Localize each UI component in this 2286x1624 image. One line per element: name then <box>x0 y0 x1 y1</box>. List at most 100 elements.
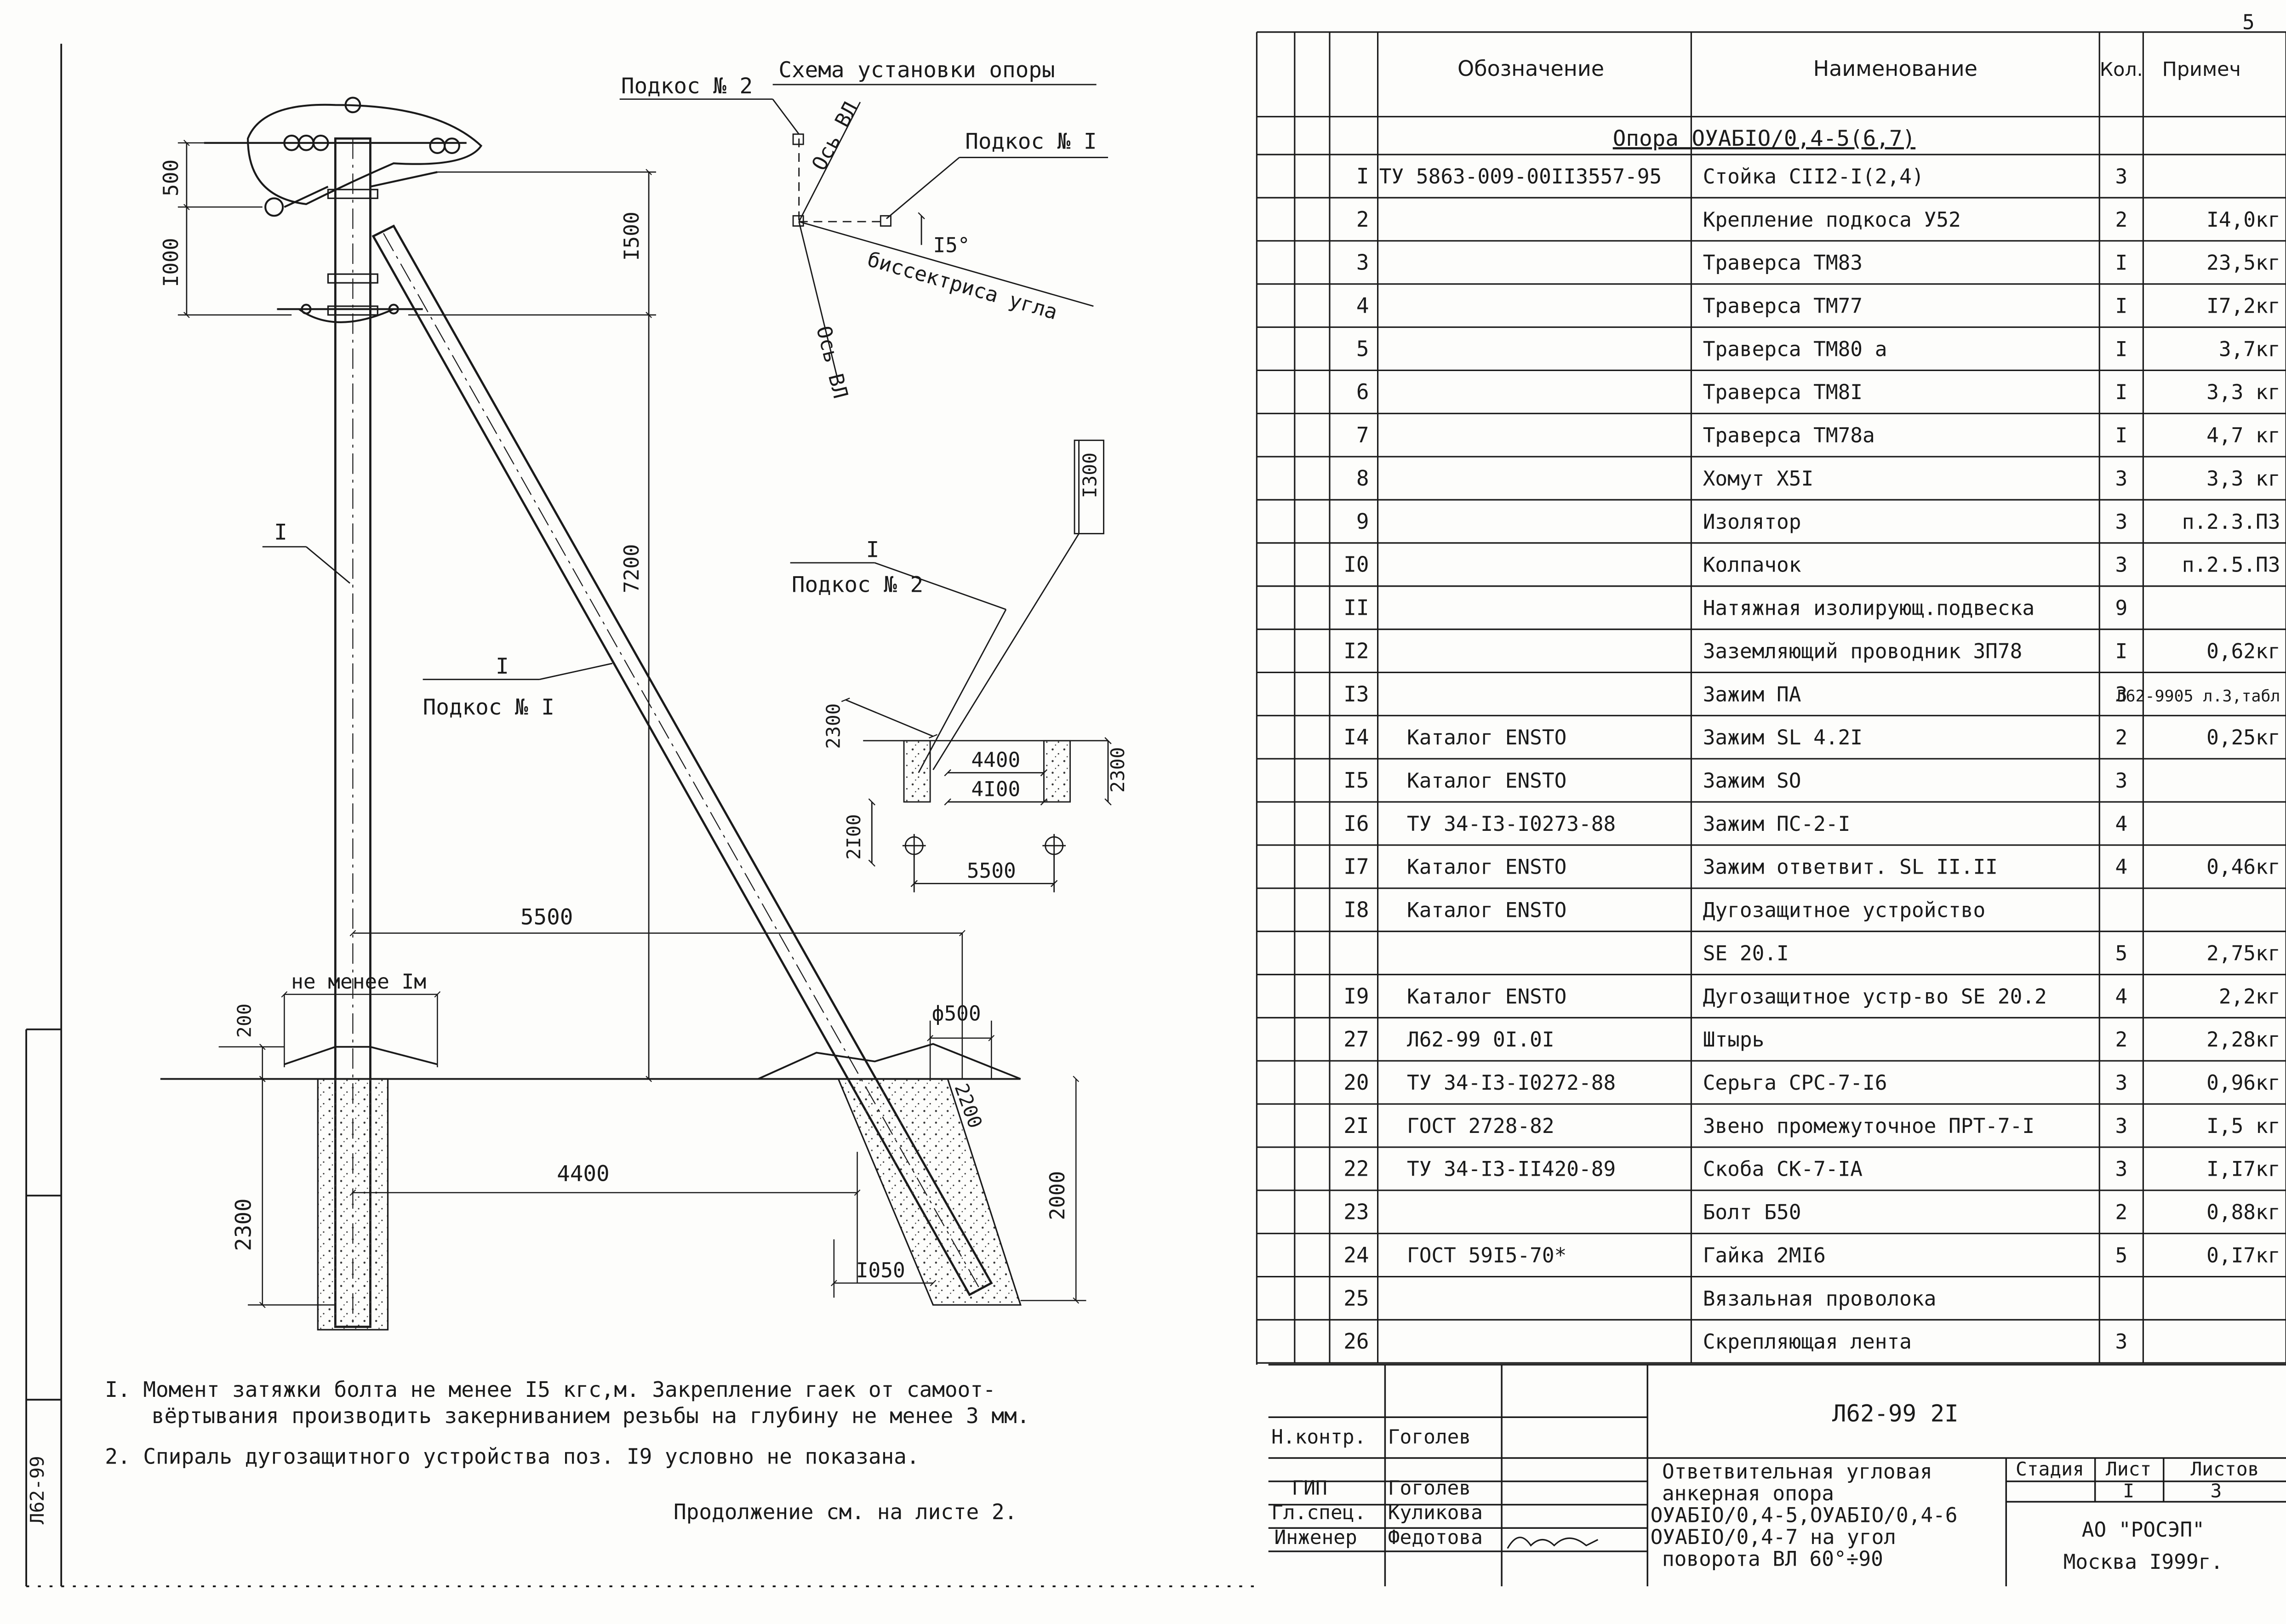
row-note: п.2.3.ПЗ <box>2182 510 2280 534</box>
row-name: Зажим ПС-2-I <box>1703 812 1851 836</box>
row-pos: 2I <box>1343 1113 1369 1138</box>
row-pos: 26 <box>1343 1329 1369 1354</box>
sheet-label: Лист <box>2106 1458 2151 1480</box>
row-pos: I2 <box>1343 638 1369 663</box>
dim-min-1m: не менее Iм <box>291 970 426 994</box>
person-4: Федотова <box>1388 1526 1483 1549</box>
row-qty: I <box>2115 294 2127 318</box>
strut2-dim-2100: 2I00 <box>843 814 865 860</box>
row-qty: 3 <box>2115 510 2127 534</box>
continuation-note: Продолжение см. на листе 2. <box>674 1499 1017 1524</box>
dim-2300: 2300 <box>231 1198 256 1251</box>
bottom-dimensions <box>218 930 1086 1308</box>
row-designation: ТУ 34-I3-II420-89 <box>1407 1158 1616 1181</box>
scheme-bisector: биссектриса угла <box>865 248 1060 325</box>
organization: АО "РОСЭП" <box>2082 1518 2205 1542</box>
col-header-name: Наименование <box>1813 56 1977 81</box>
city-year: Москва I999г. <box>2063 1550 2223 1574</box>
row-name: Болт Б50 <box>1703 1201 1801 1224</box>
row-note: 0,25кг <box>2206 726 2280 749</box>
row-pos: I9 <box>1343 984 1369 1008</box>
title-line-1: Ответвительная угловая <box>1662 1460 1932 1483</box>
row-pos: 2 <box>1356 207 1369 232</box>
col-header-designation: Обозначение <box>1457 56 1604 81</box>
pole-callout: I <box>274 520 287 545</box>
row-qty: 3 <box>2115 1115 2127 1138</box>
row-pos: I3 <box>1343 681 1369 706</box>
row-name: Зажим ответвит. SL II.II <box>1703 856 1998 879</box>
row-note: 3,3 кг <box>2206 467 2280 491</box>
row-name: Траверса ТМ83 <box>1703 252 1863 275</box>
row-name: Зажим ПА <box>1703 683 1801 706</box>
strut-pit <box>837 1078 1022 1306</box>
row-pos: I4 <box>1343 725 1369 749</box>
role-4: Инженер <box>1274 1526 1357 1549</box>
note-line-2: вёртывания производить закерниванием рез… <box>152 1403 1030 1428</box>
row-designation: Каталог ENSTO <box>1407 726 1566 749</box>
row-name: Стойка СII2-I(2,4) <box>1703 165 1924 189</box>
person-3: Куликова <box>1388 1501 1483 1524</box>
row-name: Хомут Х5I <box>1703 467 1813 491</box>
row-name: Звено промежуточное ПРТ-7-I <box>1703 1115 2035 1138</box>
dim-2000: 2000 <box>1046 1171 1069 1220</box>
side-code: Л62-99 <box>26 1456 48 1524</box>
row-note: 23,5кг <box>2206 252 2280 275</box>
row-note: 2,75кг <box>2206 942 2280 965</box>
row-name: Вязальная проволока <box>1703 1287 1937 1310</box>
row-name: Зажим SO <box>1703 769 1801 793</box>
row-pos: II <box>1343 595 1369 620</box>
row-name: Натяжная изолирующ.подвеска <box>1703 597 2035 620</box>
row-name: Гайка 2МI6 <box>1703 1244 1826 1267</box>
row-note: 0,96кг <box>2206 1071 2280 1095</box>
row-qty: 3 <box>2115 769 2127 793</box>
strut2-dim-2300b: 2300 <box>1107 747 1129 793</box>
row-note: 4,7 кг <box>2206 424 2280 447</box>
callout-leaders <box>262 546 613 680</box>
strut2-dim-1300: I300 <box>1079 452 1101 498</box>
row-qty: I <box>2115 640 2127 663</box>
row-qty: 2 <box>2115 1201 2127 1224</box>
row-qty: 5 <box>2115 942 2127 965</box>
dim-1500: I500 <box>620 212 644 261</box>
row-note: I,I7кг <box>2206 1158 2280 1181</box>
row-qty: 2 <box>2115 1028 2127 1052</box>
row-qty: 2 <box>2115 726 2127 749</box>
row-name: SE 20.I <box>1703 942 1789 965</box>
scheme-axis-a: Ось ВЛ <box>807 98 863 174</box>
dim-500: 500 <box>160 160 183 196</box>
row-note: 0,88кг <box>2206 1201 2280 1224</box>
row-name: Траверса ТМ77 <box>1703 294 1863 318</box>
strut2-detail <box>790 440 1112 892</box>
row-pos: I8 <box>1343 898 1369 922</box>
row-qty: 3 <box>2115 1158 2127 1181</box>
row-pos: 7 <box>1356 423 1369 447</box>
row-pos: 4 <box>1356 293 1369 318</box>
row-qty: I <box>2115 424 2127 447</box>
note-line-1: I. Момент затяжки болта не менее I5 кгс,… <box>105 1377 995 1402</box>
role-2: ГИП <box>1292 1476 1327 1499</box>
row-note: Л62-9905 л.3,табл <box>2116 687 2280 705</box>
sheets-value: 3 <box>2211 1480 2222 1502</box>
stage-label: Стадия <box>2016 1458 2084 1480</box>
row-pos: I6 <box>1343 811 1369 836</box>
row-qty: 4 <box>2115 812 2127 836</box>
row-designation: Каталог ENSTO <box>1407 899 1566 922</box>
row-name: Дугозащитное устр-во SE 20.2 <box>1703 985 2047 1008</box>
ground <box>160 1043 1021 1080</box>
row-pos: 5 <box>1356 336 1369 361</box>
row-qty: I <box>2115 252 2127 275</box>
title-line-2: анкерная опора <box>1662 1482 1834 1505</box>
strut1-callout-name: Подкос № I <box>423 695 554 720</box>
row-designation: Л62-99 0I.0I <box>1407 1028 1554 1052</box>
row-pos: 23 <box>1343 1200 1369 1224</box>
title-line-5: поворота ВЛ 60°÷90 <box>1662 1548 1883 1571</box>
col-header-note: Примеч <box>2162 58 2241 81</box>
row-pos: I7 <box>1343 854 1369 879</box>
row-qty: I <box>2115 381 2127 404</box>
row-designation: Каталог ENSTO <box>1407 856 1566 879</box>
row-qty: 5 <box>2115 1244 2127 1267</box>
row-pos: 20 <box>1343 1070 1369 1095</box>
sheet-value: I <box>2123 1480 2134 1502</box>
strut2-callout-num: I <box>866 537 880 562</box>
